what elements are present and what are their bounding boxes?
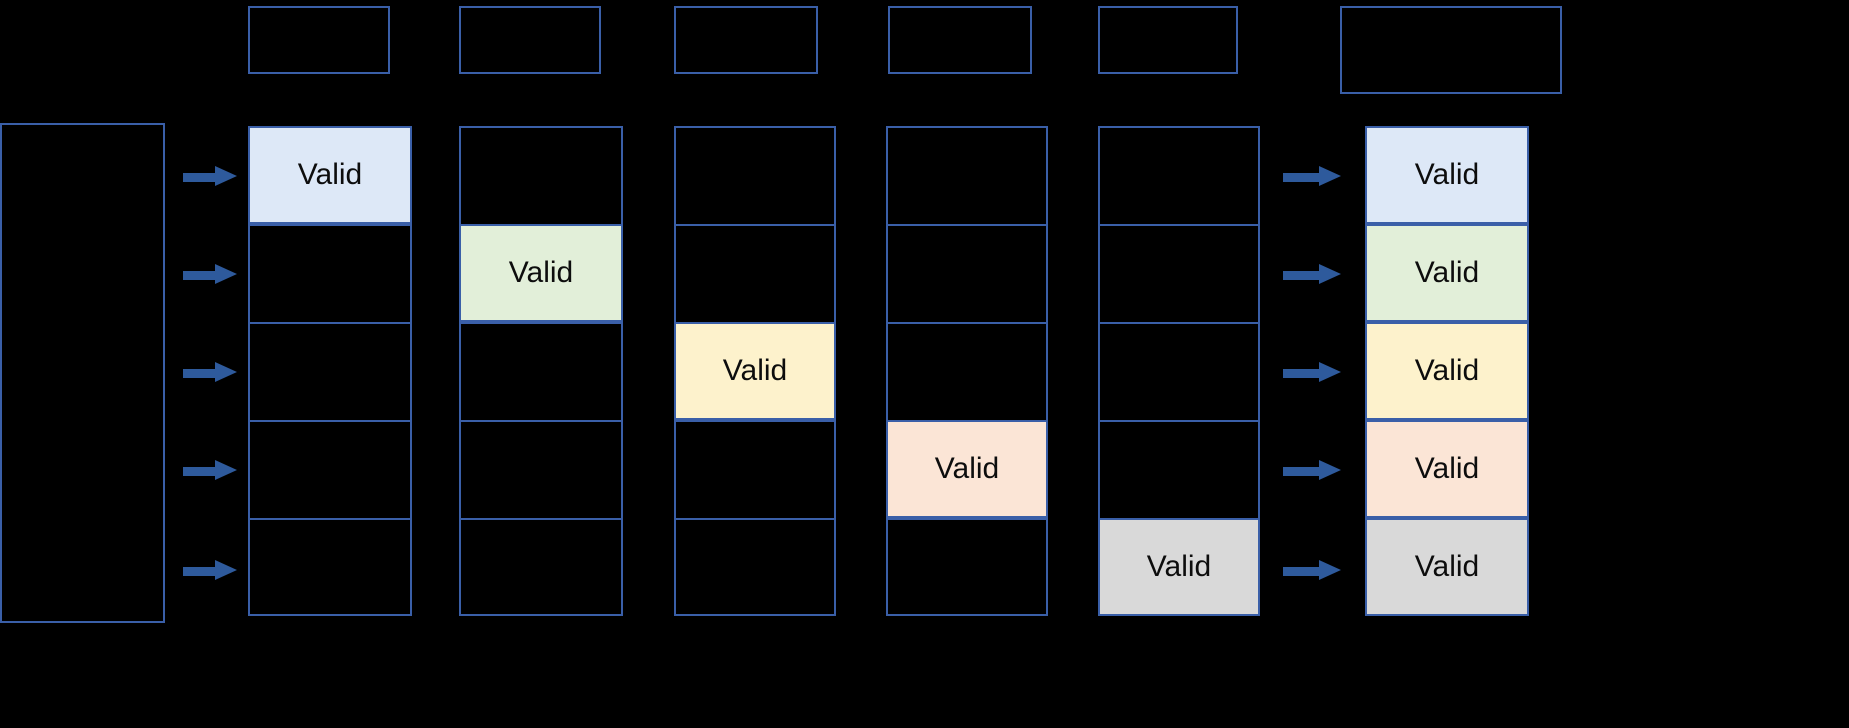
arrow-head [215,362,237,382]
column-4-cell-2 [886,224,1048,322]
arrow-shaft [1283,173,1321,182]
arrow-head [1319,460,1341,480]
column-2-cell-1 [459,126,623,224]
left-arrows-arrow-1-icon [183,166,237,186]
arrow-head [215,264,237,284]
header-box-1 [248,6,390,74]
column-5-cell-3 [1098,322,1260,420]
arrow-head [215,166,237,186]
arrow-head [215,560,237,580]
column-result-cell-1-valid: Valid [1365,126,1529,224]
left-arrows-arrow-5-icon [183,560,237,580]
column-3-cell-4 [674,420,836,518]
column-4: Valid [886,126,1048,616]
arrow-head [1319,560,1341,580]
column-result-cell-4-valid: Valid [1365,420,1529,518]
right-arrows-arrow-5-icon [1283,560,1341,580]
column-5: Valid [1098,126,1260,616]
column-2-cell-4 [459,420,623,518]
column-1-cell-5 [248,518,412,616]
column-3: Valid [674,126,836,616]
column-1-cell-1-valid: Valid [248,126,412,224]
column-3-cell-2 [674,224,836,322]
column-3-cell-5 [674,518,836,616]
column-result-cell-2-valid: Valid [1365,224,1529,322]
column-result-cell-5-valid: Valid [1365,518,1529,616]
header-box-4 [888,6,1032,74]
column-1-cell-4 [248,420,412,518]
arrow-shaft [1283,369,1321,378]
arrow-shaft [183,467,217,476]
column-3-cell-1 [674,126,836,224]
right-arrows-arrow-1-icon [1283,166,1341,186]
source-box [0,123,165,623]
header-box-2 [459,6,601,74]
header-box-5 [1098,6,1238,74]
arrow-head [1319,362,1341,382]
column-1-cell-2 [248,224,412,322]
column-2-cell-5 [459,518,623,616]
arrow-shaft [183,271,217,280]
column-4-cell-3 [886,322,1048,420]
column-result-cell-3-valid: Valid [1365,322,1529,420]
column-5-cell-4 [1098,420,1260,518]
column-2-cell-2-valid: Valid [459,224,623,322]
column-1-cell-3 [248,322,412,420]
column-4-cell-4-valid: Valid [886,420,1048,518]
arrow-shaft [183,369,217,378]
right-arrows-arrow-4-icon [1283,460,1341,480]
column-5-cell-1 [1098,126,1260,224]
header-box-6 [1340,6,1562,94]
arrow-shaft [1283,467,1321,476]
arrow-head [215,460,237,480]
column-5-cell-2 [1098,224,1260,322]
column-3-cell-3-valid: Valid [674,322,836,420]
column-4-cell-5 [886,518,1048,616]
arrow-head [1319,166,1341,186]
arrow-head [1319,264,1341,284]
arrow-shaft [1283,271,1321,280]
right-arrows-arrow-2-icon [1283,264,1341,284]
column-1: Valid [248,126,412,616]
left-arrows-arrow-4-icon [183,460,237,480]
column-2: Valid [459,126,623,616]
column-5-cell-5-valid: Valid [1098,518,1260,616]
arrow-shaft [183,173,217,182]
header-box-3 [674,6,818,74]
right-arrows-arrow-3-icon [1283,362,1341,382]
column-4-cell-1 [886,126,1048,224]
arrow-shaft [183,567,217,576]
left-arrows-arrow-3-icon [183,362,237,382]
column-2-cell-3 [459,322,623,420]
left-arrows-arrow-2-icon [183,264,237,284]
arrow-shaft [1283,567,1321,576]
